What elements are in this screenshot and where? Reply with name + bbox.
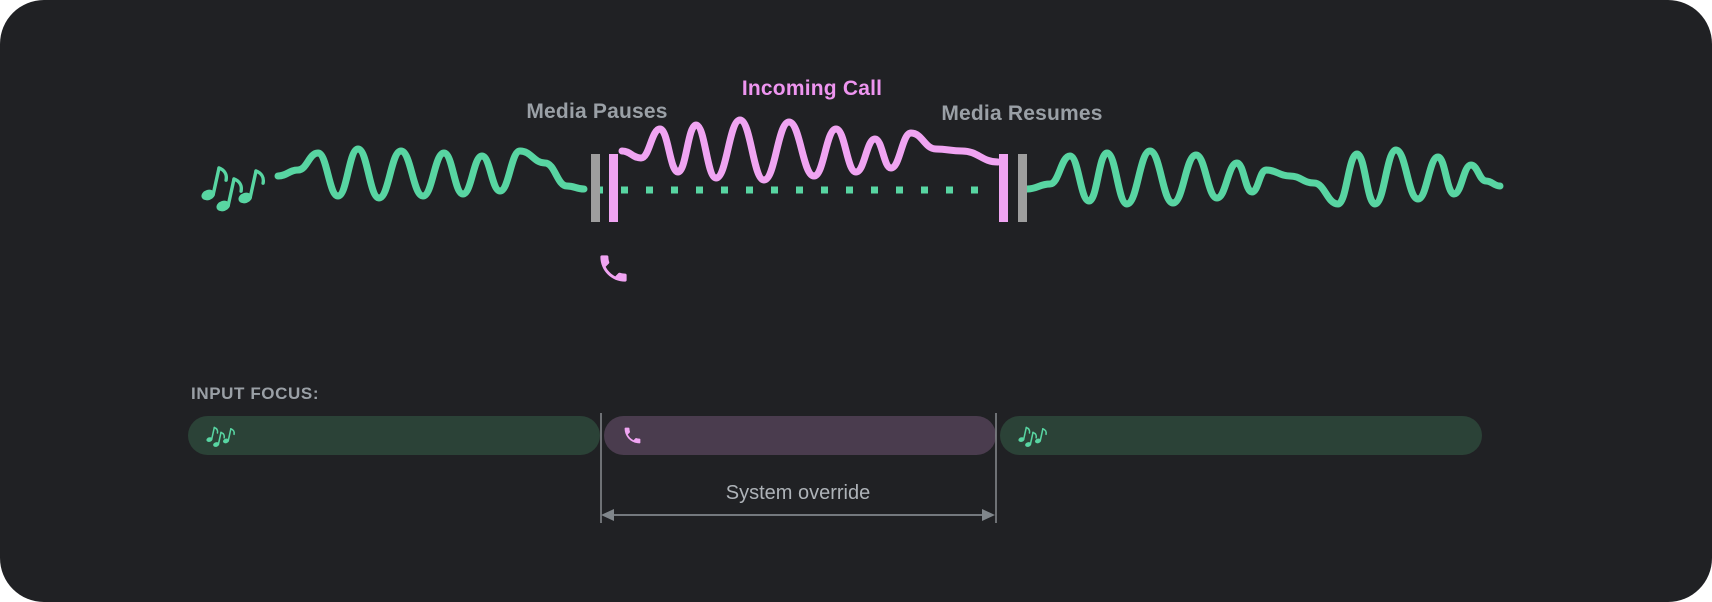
media-pauses-label: Media Pauses <box>526 100 668 123</box>
focus-segment-call-override <box>604 416 996 455</box>
double-headed-arrow-icon <box>601 509 995 521</box>
media-waveform-before <box>274 145 588 202</box>
music-notes-icon <box>201 157 267 217</box>
focus-segment-media-after <box>1000 416 1482 455</box>
resume-marker-gray-bar <box>1018 154 1027 222</box>
call-waveform <box>618 116 1002 184</box>
system-override-annotation: System override <box>725 482 871 504</box>
resume-marker-pink-bar <box>999 154 1008 222</box>
media-waveform-after <box>1023 146 1504 208</box>
music-notes-icon <box>1018 423 1048 449</box>
pause-marker-pink-bar <box>609 154 618 222</box>
focus-segment-media-before <box>188 416 600 455</box>
phone-icon <box>624 427 641 444</box>
phone-icon <box>600 255 627 282</box>
input-focus-title: INPUT FOCUS: <box>191 384 320 403</box>
pause-marker-gray-bar <box>591 154 600 222</box>
override-span-right-divider <box>995 413 997 523</box>
incoming-call-label: Incoming Call <box>741 77 883 100</box>
override-span-left-divider <box>600 413 602 523</box>
music-notes-icon <box>206 423 236 449</box>
media-resumes-label: Media Resumes <box>941 102 1103 125</box>
